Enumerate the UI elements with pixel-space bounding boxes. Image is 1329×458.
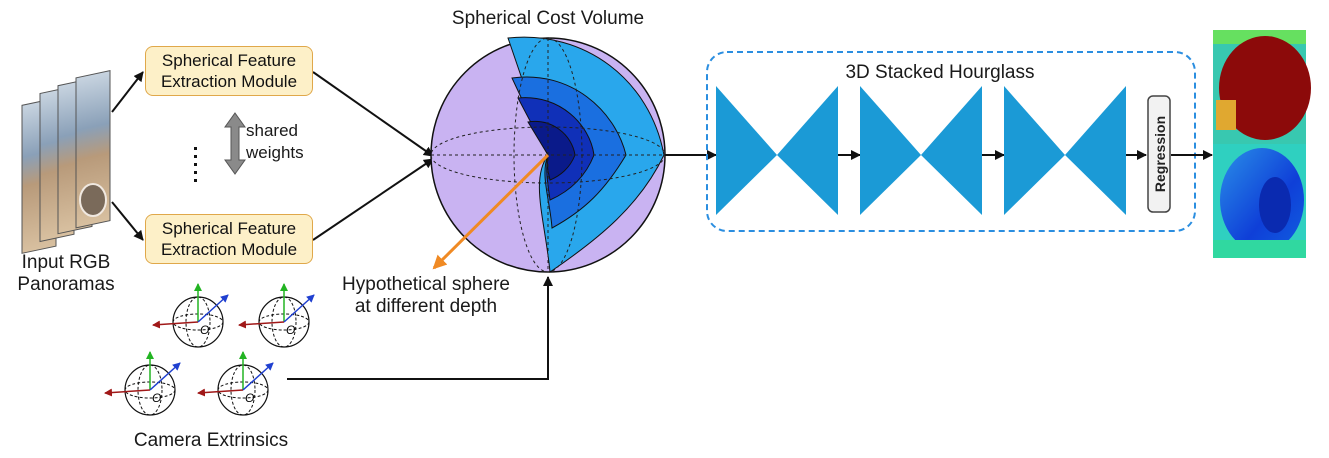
camera-origin-label: O — [286, 323, 295, 337]
hypothesis-line2: at different depth — [354, 296, 498, 317]
hourglass-block-3 — [1004, 86, 1126, 215]
feature-extraction-module-2: Spherical Feature Extraction Module — [145, 214, 313, 264]
camera-origin-label: O — [152, 391, 161, 405]
shared-label-line2: weights — [246, 143, 304, 162]
arrow-extrinsics-to-volume — [287, 276, 553, 380]
shared-weights-double-arrow — [224, 112, 246, 175]
diagram-title: Spherical Cost Volume — [451, 8, 645, 29]
module-1-line1: Spherical Feature — [161, 51, 297, 70]
arrow-input-to-module-1 — [111, 71, 144, 113]
arrow-module-1-to-volume — [312, 71, 434, 157]
camera-sphere-4: O — [197, 351, 274, 416]
spherical-cost-volume — [430, 36, 666, 273]
camera-sphere-3: O — [104, 351, 181, 416]
camera-sphere-2: O — [238, 283, 315, 348]
hypothesis-line1: Hypothetical sphere — [342, 274, 510, 295]
output-depth-map — [1213, 30, 1311, 258]
shared-label-line1: shared — [246, 121, 298, 140]
camera-origin-label: O — [200, 323, 209, 337]
feature-extraction-module-1: Spherical Feature Extraction Module — [145, 46, 313, 96]
input-panoramas — [21, 70, 111, 254]
regression-label: Regression — [1152, 116, 1168, 192]
radius-arrow — [432, 153, 550, 270]
module-2-line1: Spherical Feature — [161, 219, 297, 238]
hourglass-block-1 — [716, 86, 838, 215]
hypothetical-sphere-label: Hypothetical sphere at different depth — [326, 274, 526, 318]
hourglass-label: 3D Stacked Hourglass — [845, 62, 1035, 83]
arrow-module-2-to-volume — [312, 158, 434, 241]
panorama-image-4 — [75, 70, 111, 229]
arrow-input-to-module-2 — [111, 201, 144, 241]
camera-origin-label: O — [245, 391, 254, 405]
hourglass-box — [706, 51, 1196, 232]
module-2-line2: Extraction Module — [160, 240, 298, 259]
camera-sphere-1: O — [152, 283, 229, 348]
module-1-line2: Extraction Module — [160, 72, 298, 91]
input-label: Input RGB Panoramas — [0, 252, 132, 296]
ellipsis-dots — [194, 147, 197, 182]
depth-level-4 — [527, 120, 576, 181]
input-label-line1: Input RGB — [21, 252, 111, 273]
camera-extrinsics-label: Camera Extrinsics — [133, 430, 289, 451]
hourglass-block-2 — [860, 86, 982, 215]
shared-weights-label: shared weights — [246, 120, 316, 164]
input-label-line2: Panoramas — [17, 274, 115, 295]
regression-box — [1147, 95, 1171, 213]
